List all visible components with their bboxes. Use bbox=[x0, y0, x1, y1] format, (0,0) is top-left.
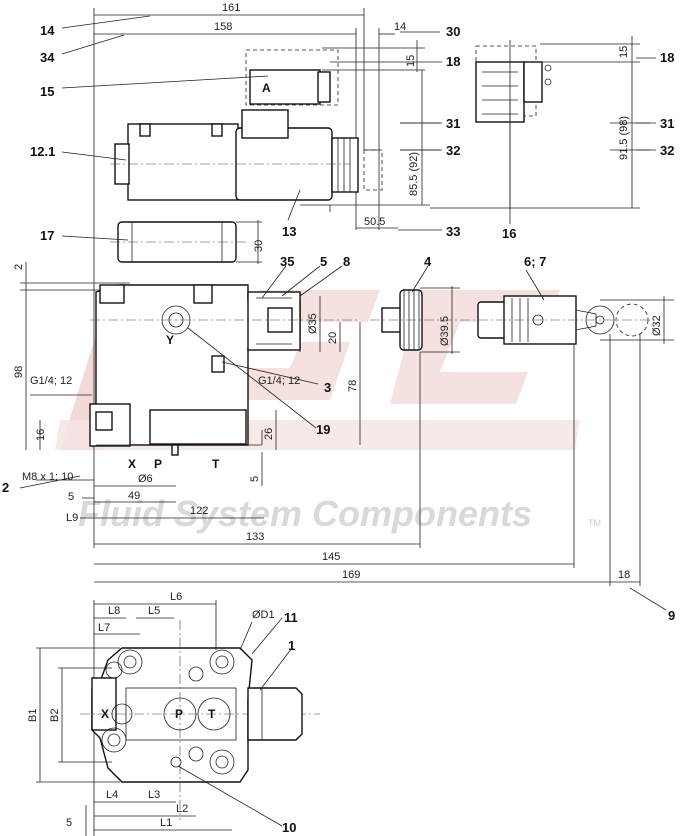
dim-85-5: 85.5 (92) bbox=[408, 152, 420, 196]
dim-l4: L4 bbox=[106, 789, 118, 801]
dim-2: 2 bbox=[13, 264, 25, 270]
dim-dia32: Ø32 bbox=[651, 315, 663, 336]
port-x-label: X bbox=[128, 457, 136, 471]
dim-122: 122 bbox=[190, 505, 208, 517]
dim-26: 26 bbox=[263, 428, 275, 440]
callout-32-a: 32 bbox=[446, 143, 460, 158]
dim-d1: ØD1 bbox=[252, 609, 275, 621]
callout-6-7: 6; 7 bbox=[524, 254, 546, 269]
dim-16: 16 bbox=[35, 429, 47, 441]
dim-91-5: 91.5 (98) bbox=[618, 116, 630, 160]
callout-1: 1 bbox=[288, 638, 295, 653]
dim-78: 78 bbox=[347, 380, 359, 392]
connector-side-view: 15 91.5 (98) bbox=[430, 36, 650, 210]
port-y-label: Y bbox=[166, 333, 174, 347]
dim-5-side: 5 bbox=[249, 476, 261, 482]
callout-15: 15 bbox=[40, 84, 54, 99]
dim-5-plan: 5 bbox=[66, 817, 72, 829]
callout-4: 4 bbox=[424, 254, 432, 269]
callout-13: 13 bbox=[282, 224, 296, 239]
top-dimensions: 161 158 14 50.5 bbox=[93, 2, 406, 548]
dim-49: 49 bbox=[128, 490, 140, 502]
watermark-brand: Fluid System Components bbox=[78, 493, 532, 534]
callout-17: 17 bbox=[40, 228, 54, 243]
dim-145: 145 bbox=[322, 551, 340, 563]
dim-l7: L7 bbox=[98, 622, 110, 634]
callout-19: 19 bbox=[316, 422, 330, 437]
dim-l8: L8 bbox=[108, 605, 120, 617]
thread-g14-left: G1/4; 12 bbox=[30, 375, 72, 387]
dim-15-a: 15 bbox=[405, 55, 417, 67]
port-p-label: P bbox=[154, 457, 162, 471]
callout-34: 34 bbox=[40, 50, 55, 65]
leader-lines bbox=[19, 15, 667, 827]
connector-port-a: A bbox=[262, 81, 271, 95]
callout-11: 11 bbox=[284, 610, 298, 625]
dim-l2: L2 bbox=[176, 803, 188, 815]
callout-10: 10 bbox=[282, 820, 296, 835]
dim-dia6: Ø6 bbox=[138, 473, 153, 485]
dim-98: 98 bbox=[13, 366, 25, 378]
callout-32-b: 32 bbox=[660, 143, 674, 158]
dim-l6: L6 bbox=[170, 591, 182, 603]
dim-14: 14 bbox=[394, 21, 406, 33]
dim-dia39-5: Ø39.5 bbox=[439, 316, 451, 346]
callout-18-a: 18 bbox=[446, 54, 460, 69]
callout-14: 14 bbox=[40, 23, 55, 38]
solenoid-top-view: A bbox=[110, 49, 430, 212]
lock-knob-part-6-7: Ø32 bbox=[370, 295, 674, 586]
dim-161: 161 bbox=[222, 2, 240, 14]
thread-m8: M8 x 1; 10 bbox=[22, 471, 73, 483]
callout-16: 16 bbox=[502, 226, 516, 241]
dim-18: 18 bbox=[618, 569, 630, 581]
dim-l5: L5 bbox=[148, 605, 160, 617]
dim-15-b: 15 bbox=[618, 46, 630, 58]
callouts: 14 34 15 12.1 17 13 30 18 31 32 33 16 18… bbox=[2, 23, 675, 835]
callout-33: 33 bbox=[446, 224, 460, 239]
callout-8: 8 bbox=[343, 254, 350, 269]
plunger-part-17: 30 bbox=[110, 220, 265, 264]
callout-2: 2 bbox=[2, 480, 9, 495]
dim-l1: L1 bbox=[160, 817, 172, 829]
dim-133: 133 bbox=[246, 531, 264, 543]
watermark-tm: TM bbox=[588, 518, 601, 528]
port-t-label: T bbox=[212, 457, 220, 471]
callout-31-b: 31 bbox=[660, 116, 674, 131]
dim-5-bottom: 5 bbox=[68, 491, 74, 503]
dim-158: 158 bbox=[214, 21, 232, 33]
callout-18-b: 18 bbox=[660, 50, 674, 65]
dim-dia35: Ø35 bbox=[307, 313, 319, 334]
dim-b1: B1 bbox=[27, 709, 39, 722]
dim-50-5: 50.5 bbox=[364, 216, 385, 228]
callout-12-1: 12.1 bbox=[30, 144, 55, 159]
callout-31-a: 31 bbox=[446, 116, 460, 131]
valve-plan-view: X P T bbox=[80, 600, 320, 836]
callout-9: 9 bbox=[668, 608, 675, 623]
solenoid-height-dims: 15 85.5 (92) bbox=[322, 40, 440, 205]
plan-view-dims: B1 B2 L6 L8 L5 L7 L4 L3 L2 L1 5 ØD1 bbox=[27, 591, 275, 831]
dim-l3: L3 bbox=[148, 789, 160, 801]
dim-169: 169 bbox=[342, 569, 360, 581]
side-view-dims: G1/4; 12 16 26 5 M8 x 1; 10 5 Ø6 49 L9 1… bbox=[22, 296, 640, 583]
thread-g14-right: G1/4; 12 bbox=[258, 375, 300, 387]
valve-side-view: 2 98 Y X P T bbox=[13, 262, 360, 471]
callout-30: 30 bbox=[446, 24, 460, 39]
callout-5: 5 bbox=[320, 254, 327, 269]
dim-b2: B2 bbox=[49, 709, 61, 722]
callout-3: 3 bbox=[324, 380, 331, 395]
callout-35: 35 bbox=[280, 254, 294, 269]
dim-30: 30 bbox=[253, 240, 265, 252]
dim-l9: L9 bbox=[66, 512, 78, 524]
dim-20: 20 bbox=[327, 332, 339, 344]
